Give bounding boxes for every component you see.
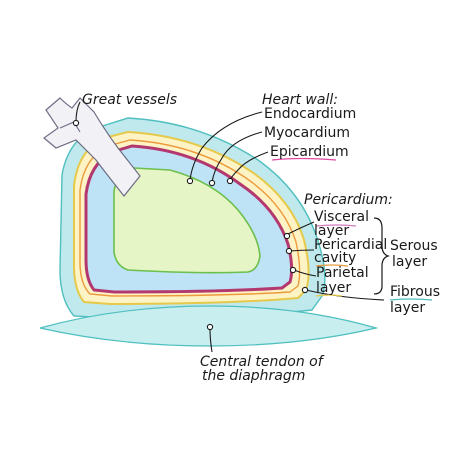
label-fibrous-2: layer xyxy=(390,300,425,316)
dot-central-tendon xyxy=(206,323,214,331)
label-central-tendon-1: Central tendon of xyxy=(200,354,325,370)
label-epicardium: Epicardium xyxy=(270,144,349,160)
label-serous-2: layer xyxy=(392,254,427,270)
label-great-vessels: Great vessels xyxy=(82,92,177,108)
label-cavity-1: Pericardial xyxy=(314,237,387,253)
dot-epicardium xyxy=(226,177,234,185)
pericardial-cavity-line xyxy=(79,139,301,297)
leader-fibrous xyxy=(305,289,385,301)
epicardium-underline xyxy=(271,157,337,161)
dot-myocardium xyxy=(208,179,216,187)
leader-visceral xyxy=(287,221,315,235)
label-myocardium: Myocardium xyxy=(264,125,350,141)
label-serous-1: Serous xyxy=(390,238,438,254)
serous-brace xyxy=(373,217,390,295)
dot-parietal xyxy=(289,266,297,274)
label-visceral-2: layer xyxy=(314,223,349,239)
parietal-underline xyxy=(315,294,343,297)
label-endocardium: Endocardium xyxy=(264,106,356,122)
label-heart-wall: Heart wall: xyxy=(262,92,338,108)
endocardium-layer xyxy=(113,167,261,274)
label-cavity-2: cavity xyxy=(314,250,356,266)
dot-endocardium xyxy=(186,177,194,185)
label-central-tendon-2: the diaphragm xyxy=(202,368,305,384)
fibrous-underline xyxy=(389,298,433,301)
dot-visceral xyxy=(283,232,291,240)
visceral-underline xyxy=(315,224,357,227)
leader-myocardium xyxy=(211,131,263,183)
dot-great-vessels xyxy=(72,119,80,127)
great-vessels xyxy=(43,97,141,197)
label-fibrous-1: Fibrous xyxy=(390,284,440,300)
label-pericardium: Pericardium: xyxy=(304,192,393,208)
label-parietal-1: Parietal xyxy=(316,265,369,281)
label-parietal-2: layer xyxy=(316,280,351,296)
label-visceral-1: Visceral xyxy=(314,209,369,225)
leader-epicardium xyxy=(229,151,269,181)
cavity-underline xyxy=(315,264,349,267)
leader-endocardium xyxy=(189,111,263,181)
dot-fibrous xyxy=(301,286,309,294)
dot-pericardial-cavity xyxy=(285,247,293,255)
